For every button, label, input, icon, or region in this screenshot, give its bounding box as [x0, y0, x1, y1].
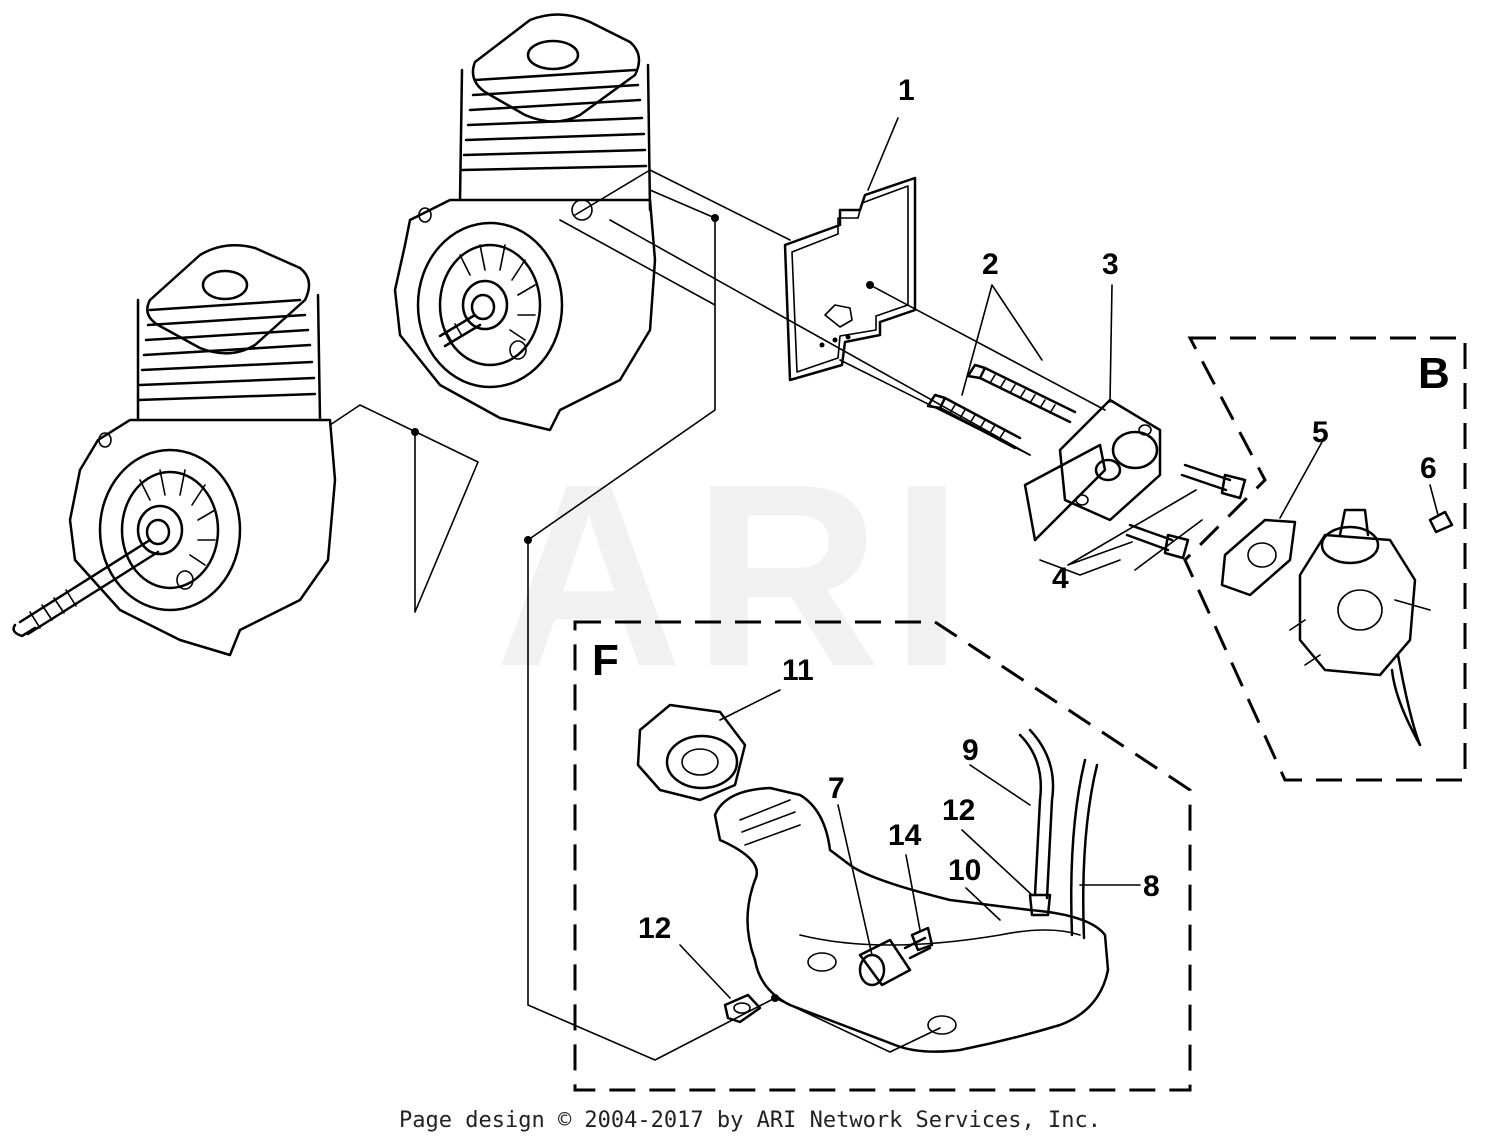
part-8-fuel-line	[1070, 758, 1099, 940]
callout-6: 6	[1420, 452, 1437, 485]
part-12-grommet	[723, 993, 762, 1024]
callout-12-upper: 12	[942, 794, 975, 827]
part-11-fuel-cap	[636, 703, 747, 802]
box-b-label: B	[1418, 349, 1450, 398]
callout-8: 8	[1143, 870, 1160, 903]
callout-7: 7	[828, 772, 845, 805]
callout-leaders	[679, 117, 1439, 999]
callout-14: 14	[888, 819, 922, 852]
callout-2: 2	[982, 248, 999, 281]
callout-10: 10	[948, 854, 981, 887]
leader-lines	[329, 169, 1106, 1061]
part-14-clamp	[910, 926, 934, 952]
group-box-b: B	[1183, 336, 1467, 782]
callout-12-lower: 12	[638, 912, 671, 945]
fuel-tank	[713, 786, 1110, 1053]
box-f-label: F	[592, 636, 619, 685]
part-5-carb-gasket	[1220, 518, 1297, 597]
callout-1: 1	[898, 74, 915, 107]
part-2-bolts	[926, 363, 1077, 450]
engine-assembly-left	[12, 243, 337, 657]
group-box-f: F	[573, 620, 1192, 1092]
callout-4: 4	[1052, 562, 1069, 595]
part-4-screws	[1039, 463, 1247, 576]
engine-assembly-top	[393, 13, 657, 432]
callout-5: 5	[1312, 416, 1329, 449]
callout-3: 3	[1102, 248, 1119, 281]
part-9-fuel-line	[1018, 728, 1055, 900]
part-6-carburetor	[1289, 508, 1454, 747]
footer-credit: Page design © 2004-2017 by ARI Network S…	[399, 1108, 1101, 1133]
callout-11: 11	[782, 654, 814, 687]
callout-9: 9	[962, 734, 979, 767]
exploded-parts-diagram: ARI	[12, 13, 1467, 1092]
part-12-clip-upper	[1028, 893, 1052, 917]
watermark: ARI	[495, 431, 973, 721]
part-1-gasket	[783, 176, 917, 382]
part-3-insulator	[1023, 398, 1162, 542]
